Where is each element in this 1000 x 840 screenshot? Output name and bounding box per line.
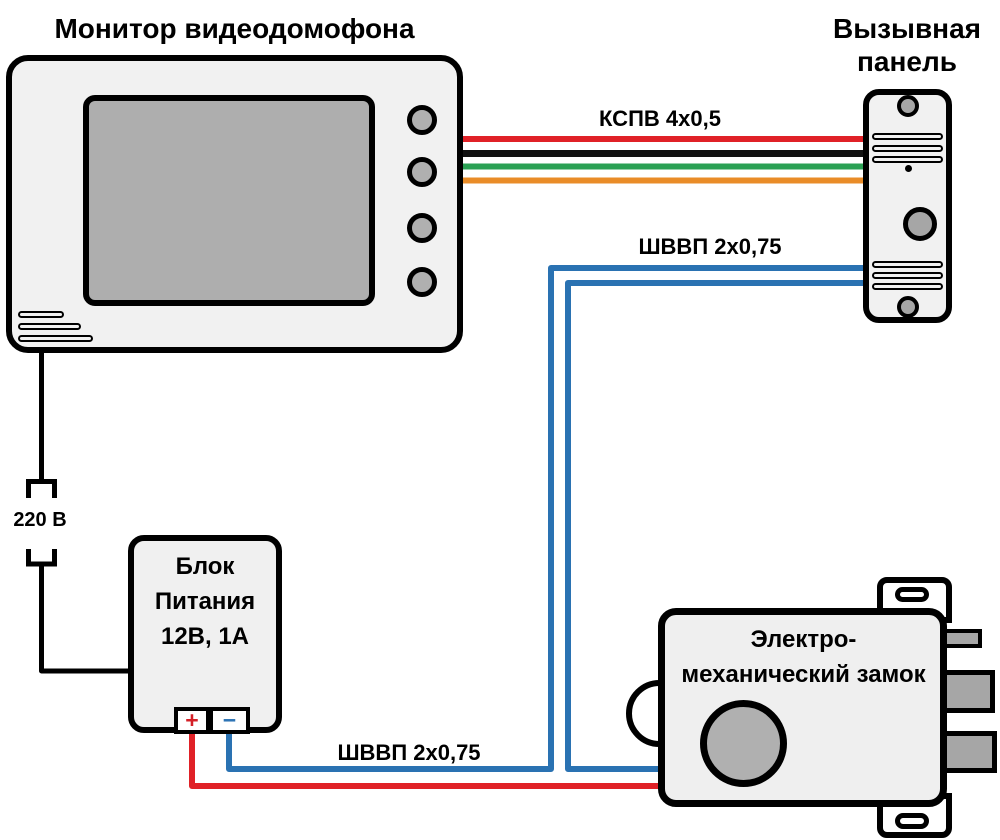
monitor-button-3 (407, 213, 437, 243)
lock-label: Электро- механический замок (662, 622, 945, 692)
electromechanical-lock (658, 608, 947, 807)
call-panel-title-line2: панель (857, 46, 957, 77)
monitor-speaker-slot (18, 335, 93, 342)
lock-label-line1: Электро- (750, 626, 857, 653)
power-supply-unit (128, 535, 282, 733)
panel-speaker-slot (872, 272, 943, 279)
psu-label-line3: 12В, 1А (160, 623, 250, 650)
plus-sign: + (185, 707, 199, 733)
psu-minus-terminal: − (209, 707, 250, 734)
panel-speaker-slot (872, 133, 943, 140)
monitor-button-1 (407, 105, 437, 135)
monitor-screen (83, 95, 375, 306)
panel-speaker-slot (872, 261, 943, 268)
monitor-button-4 (407, 267, 437, 297)
plug-prongs (26, 481, 57, 498)
monitor-button-2 (407, 157, 437, 187)
lock-label-line2: механический замок (681, 661, 926, 688)
psu-label-line1: Блок (175, 553, 235, 580)
monitor-speaker-slot (18, 311, 64, 318)
panel-camera-lens (897, 95, 919, 117)
psu-plus-terminal: + (174, 707, 210, 734)
lock-mount-slot-bottom (895, 813, 929, 829)
panel-speaker-slot (872, 283, 943, 290)
kspv-cable-label: КСПВ 4x0,5 (599, 106, 721, 131)
call-panel-title: Вызывная панель (824, 12, 990, 78)
panel-mic-hole (905, 165, 912, 172)
mains-cord-lower (39, 564, 132, 674)
power-supply-label: Блок Питания 12В, 1А (128, 549, 282, 654)
shvvp-wire-blue-psu-to-panel (226, 265, 870, 772)
lock-mount-slot-top (895, 587, 929, 602)
monitor-speaker-slot (18, 323, 81, 330)
shvvp-cable-label-bottom: ШВВП 2x0,75 (337, 740, 481, 765)
shvvp-wire-red-psu-to-lock (189, 733, 668, 789)
monitor-title: Монитор видеодомофона (54, 13, 415, 44)
psu-label-line2: Питания (154, 588, 256, 615)
lock-bolt-bottom (940, 731, 997, 773)
lock-bolt-middle (940, 670, 995, 713)
lock-cylinder (700, 700, 787, 787)
mains-voltage-label: 220 В (13, 509, 67, 531)
shvvp-wire-blue-panel-to-lock (565, 280, 870, 772)
panel-call-button (903, 207, 937, 241)
panel-speaker-slot (872, 156, 943, 163)
minus-sign: − (222, 707, 237, 733)
shvvp-cable-label-top: ШВВП 2x0,75 (638, 234, 782, 259)
panel-screw (897, 296, 919, 318)
call-panel-title-line1: Вызывная (833, 13, 981, 44)
panel-speaker-slot (872, 145, 943, 152)
